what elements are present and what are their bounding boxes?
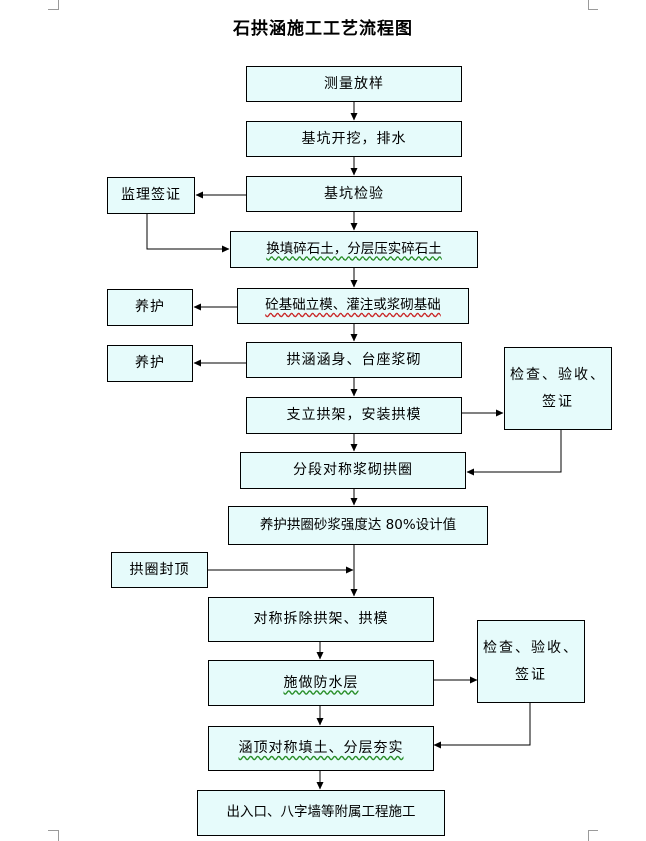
side-check-1-line-2: 签证	[542, 393, 574, 410]
crop-mark	[48, 830, 58, 831]
side-supervisor-sign-label: 监理签证	[121, 187, 181, 204]
side-check-2: 检查、验收、 签证	[477, 620, 585, 703]
step-arch-frame: 支立拱架，安装拱模	[246, 397, 462, 434]
step-ancillary-label: 出入口、八字墙等附属工程施工	[226, 804, 416, 821]
side-arrow	[433, 703, 531, 749]
side-check-1: 检查、验收、 签证	[504, 347, 612, 430]
step-foundation-label: 砼基础立模、灌注或浆砌基础	[265, 297, 441, 314]
step-ancillary: 出入口、八字墙等附属工程施工	[197, 790, 445, 836]
crop-mark	[48, 9, 58, 10]
crop-mark	[588, 830, 598, 831]
crop-mark	[58, 830, 59, 841]
step-remove-frame-label: 对称拆除拱架、拱模	[253, 611, 389, 628]
step-inspect-pit: 基坑检验	[246, 176, 462, 212]
crop-mark	[58, 0, 59, 10]
crop-mark	[588, 9, 598, 10]
side-check-2-line-1: 检查、验收、	[483, 639, 579, 656]
crop-mark	[588, 0, 589, 10]
step-excavate: 基坑开挖，排水	[246, 121, 462, 157]
crop-mark	[588, 830, 589, 841]
step-arch-ring-label: 分段对称浆砌拱圈	[293, 462, 413, 479]
side-arch-cap: 拱圈封顶	[111, 552, 208, 588]
side-arrow	[146, 214, 230, 253]
step-survey-label: 测量放样	[324, 75, 384, 92]
step-survey: 测量放样	[246, 66, 462, 102]
step-excavate-label: 基坑开挖，排水	[301, 130, 407, 147]
step-waterproof-label: 施做防水层	[283, 674, 359, 691]
side-check-2-line-2: 签证	[515, 666, 547, 683]
step-cure-ring-label: 养护拱圈砂浆强度达 80%设计值	[259, 516, 457, 533]
step-backfill-label: 换填碎石土，分层压实碎石土	[266, 240, 442, 257]
step-cure-ring: 养护拱圈砂浆强度达 80%设计值	[228, 506, 488, 545]
step-arch-frame-label: 支立拱架，安装拱模	[286, 407, 422, 424]
side-curing-1: 养护	[107, 289, 193, 326]
side-arrow	[466, 430, 562, 476]
step-inspect-pit-label: 基坑检验	[324, 185, 384, 202]
step-remove-frame: 对称拆除拱架、拱模	[208, 597, 434, 642]
side-check-1-line-1: 检查、验收、	[510, 366, 606, 383]
step-arch-ring: 分段对称浆砌拱圈	[240, 452, 466, 489]
side-supervisor-sign: 监理签证	[107, 177, 195, 214]
diagram-title: 石拱涵施工工艺流程图	[233, 19, 413, 39]
side-curing-2-label: 养护	[135, 355, 165, 372]
step-backfill: 换填碎石土，分层压实碎石土	[230, 231, 478, 268]
step-culvert-body: 拱涵涵身、台座浆砌	[246, 342, 462, 378]
step-backfill-top: 涵顶对称填土、分层夯实	[208, 726, 434, 771]
side-curing-2: 养护	[107, 345, 193, 382]
step-waterproof: 施做防水层	[208, 660, 434, 706]
step-foundation: 砼基础立模、灌注或浆砌基础	[237, 288, 469, 324]
step-culvert-body-label: 拱涵涵身、台座浆砌	[286, 351, 422, 368]
side-arch-cap-label: 拱圈封顶	[129, 561, 190, 578]
step-backfill-top-label: 涵顶对称填土、分层夯实	[238, 740, 404, 757]
side-curing-1-label: 养护	[135, 299, 165, 316]
